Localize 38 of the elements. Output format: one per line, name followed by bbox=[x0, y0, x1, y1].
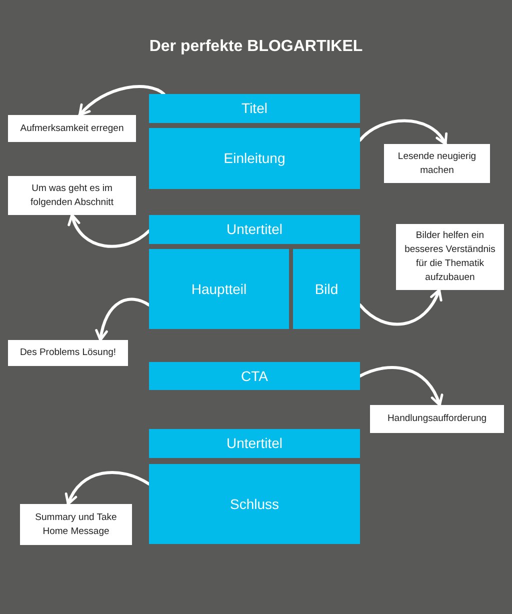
title: Der perfekte BLOGARTIKEL bbox=[149, 37, 363, 57]
section-label: Untertitel bbox=[226, 435, 283, 452]
curved-arrow bbox=[66, 471, 150, 506]
section-label: Hauptteil bbox=[191, 280, 247, 298]
section-label: Untertitel bbox=[226, 221, 283, 238]
section-block bbox=[293, 249, 360, 329]
curved-arrow bbox=[358, 366, 443, 406]
note-text: Summary und Take Home Message bbox=[34, 510, 118, 538]
curved-arrow bbox=[358, 119, 447, 146]
curved-arrow bbox=[96, 298, 150, 342]
note-card bbox=[396, 224, 504, 290]
note-text: Um was geht es im folgenden Abschnitt bbox=[30, 182, 114, 210]
section-block bbox=[149, 464, 360, 544]
note-card bbox=[8, 340, 128, 366]
note-card bbox=[20, 504, 132, 545]
note-text: Handlungsaufforderung bbox=[387, 412, 487, 426]
note-card bbox=[8, 115, 136, 142]
section-label: CTA bbox=[241, 368, 268, 384]
section-block bbox=[149, 429, 360, 458]
curved-arrow bbox=[358, 288, 442, 326]
curved-arrow bbox=[68, 214, 150, 248]
section-block bbox=[149, 249, 289, 329]
section-block bbox=[149, 128, 360, 189]
note-card bbox=[384, 144, 490, 183]
note-card bbox=[370, 405, 504, 433]
curved-arrow bbox=[78, 85, 166, 116]
section-block bbox=[149, 362, 360, 390]
note-text: Des Problems Lösung! bbox=[20, 346, 116, 360]
section-label: Schluss bbox=[230, 496, 280, 512]
note-text: Lesende neugierig machen bbox=[396, 150, 478, 178]
section-block bbox=[149, 215, 360, 244]
section-label: Bild bbox=[314, 280, 338, 298]
section-label: Einleitung bbox=[224, 150, 286, 167]
note-text: Bilder helfen ein besseres Verständnis für die Thematik aufzubauen bbox=[404, 229, 496, 285]
section-block bbox=[149, 94, 360, 123]
note-text: Aufmerksamkeit erregen bbox=[20, 122, 124, 136]
section-label: Titel bbox=[242, 100, 268, 117]
note-card bbox=[8, 176, 136, 215]
